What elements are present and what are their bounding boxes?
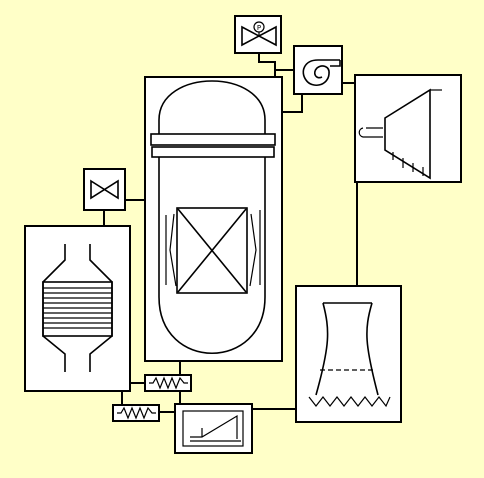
tube-bundle xyxy=(42,281,113,337)
heater-lower[interactable] xyxy=(112,404,160,422)
pressure-valve-icon xyxy=(241,25,277,47)
pressure-valve-label: P xyxy=(257,24,261,32)
isolation-valve[interactable] xyxy=(83,168,126,211)
core-baffle-right xyxy=(249,213,257,287)
cooling-tower[interactable] xyxy=(295,285,402,423)
core-box xyxy=(176,207,248,294)
vessel-lower-shell xyxy=(158,157,266,355)
turbine-icon xyxy=(384,88,431,180)
pressurizer-valve[interactable]: P xyxy=(234,15,282,54)
coolant-pump[interactable] xyxy=(293,45,343,95)
core-baffle-left xyxy=(169,213,177,287)
control-unit[interactable] xyxy=(174,403,253,454)
vessel-flange xyxy=(150,133,276,146)
steam-generator[interactable] xyxy=(24,225,131,392)
sawtooth-icon xyxy=(190,414,238,439)
pump-icon xyxy=(302,59,340,87)
cooling-tower-icon xyxy=(315,302,379,396)
turbine[interactable] xyxy=(354,74,462,183)
resistor-icon xyxy=(149,376,188,390)
pipes xyxy=(103,53,358,413)
vessel-upper-head xyxy=(158,80,266,134)
core-cross-icon xyxy=(177,208,247,293)
reactor-enclosure xyxy=(144,76,283,362)
vessel-flange-seat xyxy=(151,146,275,158)
heater-upper[interactable] xyxy=(144,374,192,392)
tower-fill-icon xyxy=(308,396,391,408)
gate-valve-icon xyxy=(90,179,119,200)
reactor-vessel xyxy=(144,76,283,362)
resistor-icon xyxy=(117,406,156,420)
